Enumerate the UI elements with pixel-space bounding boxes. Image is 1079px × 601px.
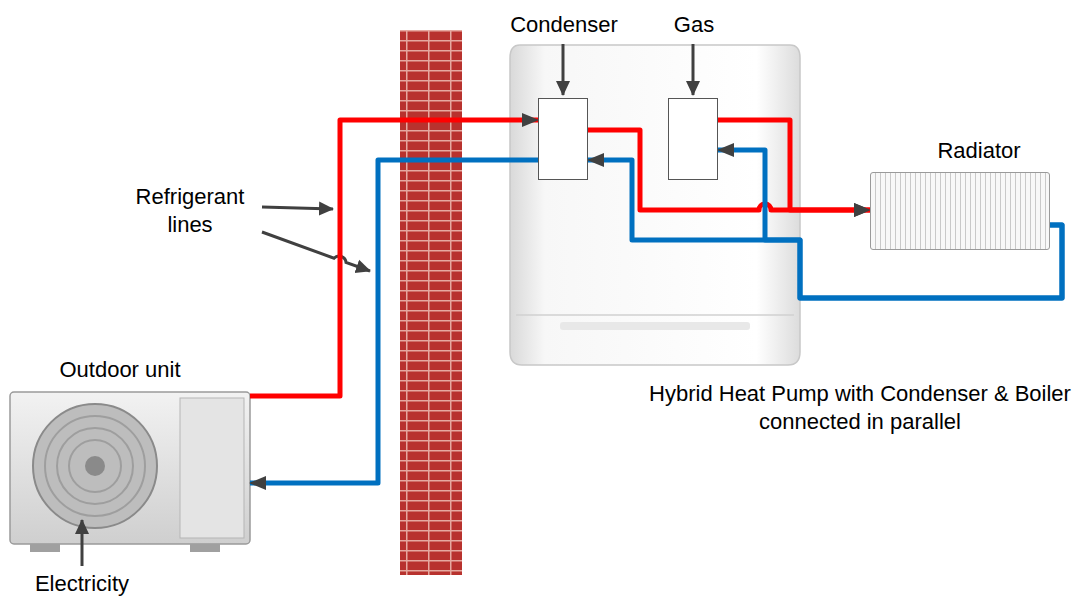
node-label: Gas [674, 11, 714, 39]
outdoor-unit-drawing [10, 392, 250, 552]
return-pipe [250, 160, 538, 483]
label-arrow [692, 44, 695, 95]
brick-wall [400, 30, 462, 575]
node-label: Outdoor unit [59, 356, 180, 384]
node-label: Condenser [510, 11, 618, 39]
leader-line [262, 232, 370, 271]
node-label: Hybrid Heat Pump with Condenser & Boiler… [642, 380, 1078, 435]
hybrid-unit: Hybrid Heat Pump with Condenser & Boiler… [510, 45, 800, 365]
hybrid-unit-housing [510, 45, 800, 365]
input-label: Electricity [35, 570, 129, 598]
return-pipe [588, 160, 1062, 298]
outdoor-unit: Outdoor unit [10, 392, 250, 544]
return-pipe [718, 150, 1062, 298]
radiator: Radiator [870, 172, 1050, 250]
electricity-arrow [81, 520, 84, 566]
callout-label: Refrigerant lines [115, 183, 265, 238]
condenser-box: Condenser [538, 98, 588, 180]
gas-boiler-box: Gas [668, 98, 718, 180]
label-arrow [562, 44, 565, 95]
flow-pipe [718, 120, 870, 210]
leader-line [262, 207, 333, 209]
node-label: Radiator [937, 137, 1020, 165]
